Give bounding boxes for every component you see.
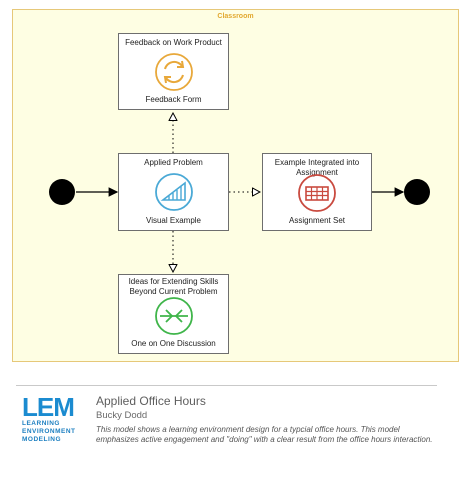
node-extending[interactable]: Ideas for Extending Skills Beyond Curren…	[118, 274, 229, 354]
node-integrated-title: Example Integrated into Assignment	[274, 158, 360, 177]
model-author: Bucky Dodd	[96, 410, 148, 421]
node-feedback-subtitle: Feedback Form	[145, 95, 202, 104]
node-applied[interactable]: Applied Problem Visual Example	[118, 153, 229, 231]
logo-line-3: MODELING	[22, 436, 62, 443]
node-integrated-subtitle: Assignment Set	[288, 216, 346, 225]
logo-line-2: ENVIRONMENT	[22, 428, 76, 435]
grid-table-icon	[297, 173, 337, 215]
node-feedback-title: Feedback on Work Product	[125, 38, 222, 47]
node-extending-title: Ideas for Extending Skills Beyond Curren…	[128, 277, 219, 296]
footer-divider	[16, 385, 437, 386]
node-integrated[interactable]: Example Integrated into Assignment Assig…	[262, 153, 372, 231]
logo-mark: LEM	[22, 392, 75, 422]
end-node	[404, 179, 430, 205]
staircase-chart-icon	[154, 172, 194, 214]
node-feedback[interactable]: Feedback on Work Product Feedback Form	[118, 33, 229, 110]
start-node	[49, 179, 75, 205]
logo-line-1: LEARNING	[22, 420, 60, 427]
model-title: Applied Office Hours	[96, 394, 206, 408]
classroom-container: Classroom	[12, 9, 459, 362]
converging-arrows-icon	[154, 296, 194, 338]
node-extending-subtitle: One on One Discussion	[131, 339, 216, 348]
node-applied-title: Applied Problem	[144, 158, 203, 167]
model-description: This model shows a learning environment …	[96, 425, 433, 444]
lem-logo: LEM LEARNING ENVIRONMENT MODELING	[22, 394, 78, 452]
cycle-icon	[154, 52, 194, 94]
classroom-label: Classroom	[217, 13, 254, 20]
node-applied-subtitle: Visual Example	[146, 216, 201, 225]
